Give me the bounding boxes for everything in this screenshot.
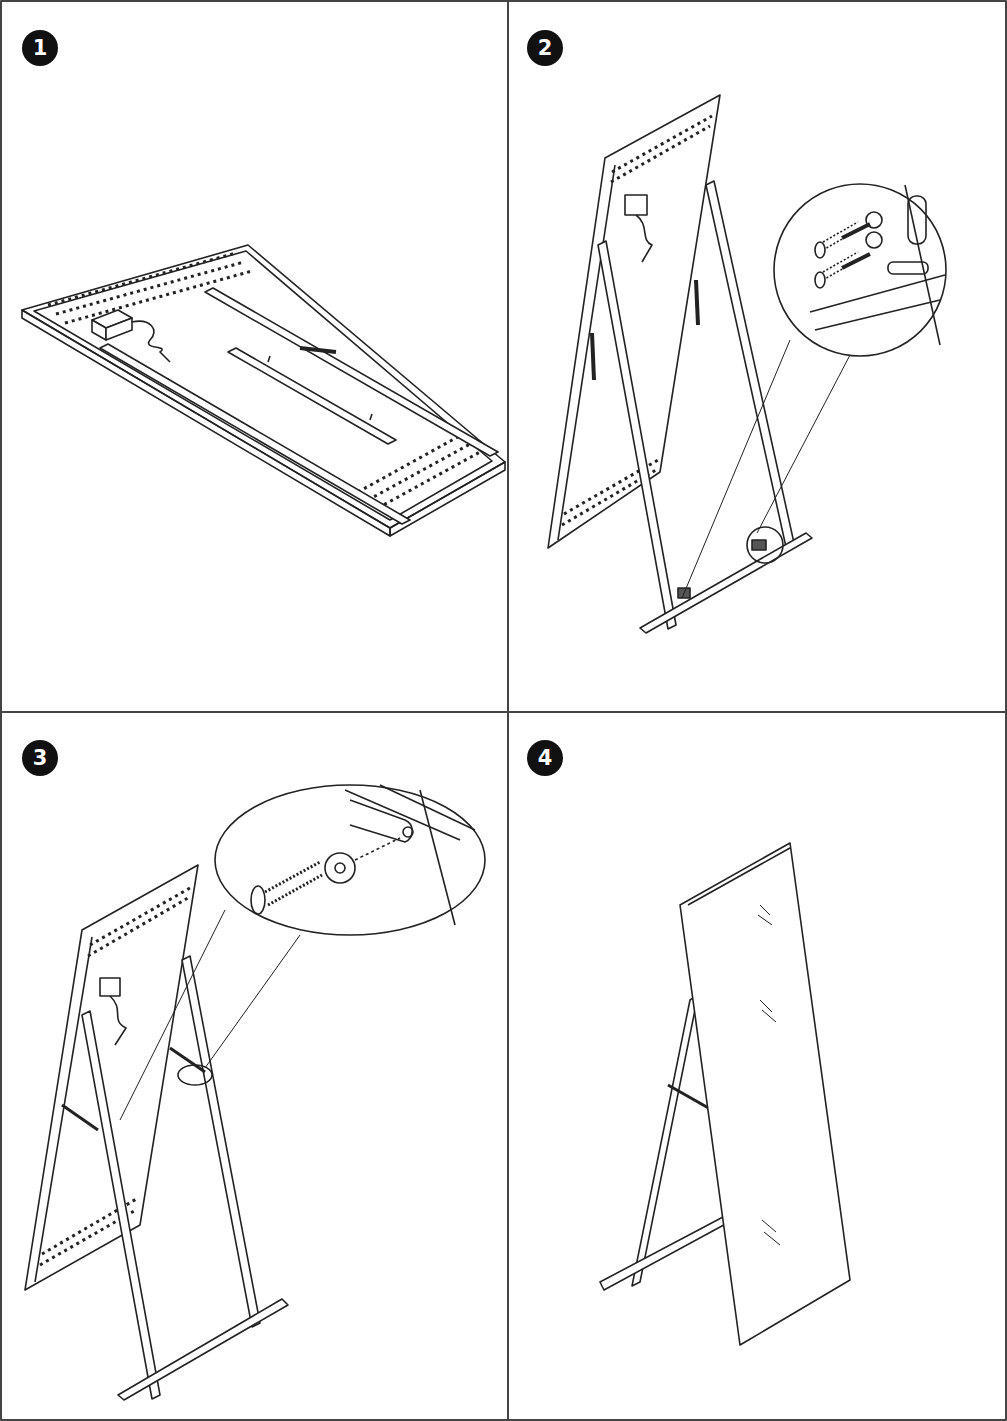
callout-number: 2 — [528, 31, 562, 65]
callout-number: 1 — [23, 31, 57, 65]
callout-number: 3 — [23, 741, 57, 775]
callout-number: 4 — [528, 741, 562, 775]
